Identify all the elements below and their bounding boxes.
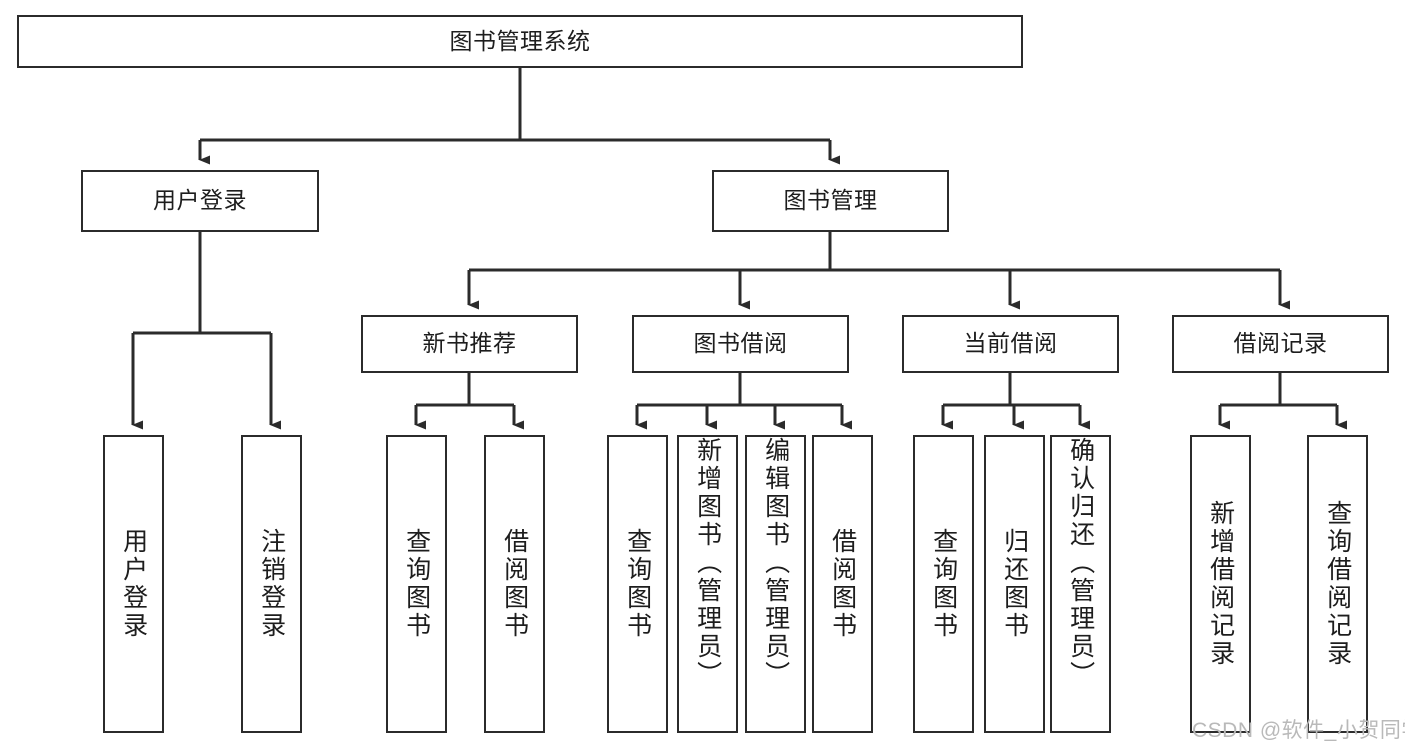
node-leaf-query-borrow-record[interactable]: 查询借阅记录 — [1307, 435, 1368, 733]
node-leaf-user-login[interactable]: 用户登录 — [103, 435, 164, 733]
csdn-watermark: CSDN @软件_小贺同学 — [1192, 719, 1405, 742]
edges-root-level1 — [198, 68, 840, 165]
node-root[interactable]: 图书管理系统 — [17, 15, 1023, 68]
node-leaf-query-book-borrow-label: 查询图书 — [623, 528, 652, 640]
node-borrow-record[interactable]: 借阅记录 — [1172, 315, 1389, 373]
node-borrow-record-label: 借阅记录 — [1233, 330, 1328, 357]
node-leaf-confirm-return-label: 确认归还（管理员） — [1066, 437, 1095, 689]
edges-userlogin-leaves — [131, 232, 281, 430]
node-leaf-borrow-book-borrow-label: 借阅图书 — [828, 528, 857, 640]
node-leaf-query-book-current[interactable]: 查询图书 — [913, 435, 974, 733]
node-leaf-confirm-return[interactable]: 确认归还（管理员） — [1050, 435, 1111, 733]
node-leaf-borrow-book-newrec-label: 借阅图书 — [500, 528, 529, 640]
node-leaf-add-book[interactable]: 新增图书（管理员） — [677, 435, 738, 733]
node-leaf-logout-label: 注销登录 — [257, 528, 286, 640]
node-leaf-add-borrow-record-label: 新增借阅记录 — [1206, 500, 1235, 668]
node-new-book-recommend[interactable]: 新书推荐 — [361, 315, 578, 373]
edges-newbookrec-leaves — [414, 373, 524, 430]
edges-borrowrecord-leaves — [1218, 373, 1347, 430]
node-root-label: 图书管理系统 — [449, 27, 591, 54]
node-user-login[interactable]: 用户登录 — [81, 170, 319, 232]
node-leaf-edit-book[interactable]: 编辑图书（管理员） — [745, 435, 806, 733]
node-leaf-return-book[interactable]: 归还图书 — [984, 435, 1045, 733]
node-leaf-borrow-book-borrow[interactable]: 借阅图书 — [812, 435, 873, 733]
node-leaf-query-book-newrec[interactable]: 查询图书 — [386, 435, 447, 733]
node-leaf-add-borrow-record[interactable]: 新增借阅记录 — [1190, 435, 1251, 733]
edges-bookmanage-level2 — [467, 232, 1290, 310]
node-leaf-edit-book-label: 编辑图书（管理员） — [761, 437, 790, 689]
node-leaf-return-book-label: 归还图书 — [1000, 528, 1029, 640]
node-new-book-recommend-label: 新书推荐 — [422, 330, 517, 357]
node-leaf-query-book-newrec-label: 查询图书 — [402, 528, 431, 640]
node-leaf-add-book-label: 新增图书（管理员） — [693, 437, 722, 689]
node-current-borrow-label: 当前借阅 — [963, 330, 1058, 357]
node-book-borrow-label: 图书借阅 — [693, 330, 788, 357]
node-leaf-borrow-book-newrec[interactable]: 借阅图书 — [484, 435, 545, 733]
node-leaf-query-borrow-record-label: 查询借阅记录 — [1323, 500, 1352, 668]
node-leaf-query-book-current-label: 查询图书 — [929, 528, 958, 640]
node-leaf-user-login-label: 用户登录 — [119, 528, 148, 640]
node-current-borrow[interactable]: 当前借阅 — [902, 315, 1119, 373]
node-user-login-label: 用户登录 — [153, 187, 247, 214]
edges-currentborrow-leaves — [941, 373, 1090, 430]
edges-bookborrow-leaves — [635, 373, 852, 430]
node-leaf-logout[interactable]: 注销登录 — [241, 435, 302, 733]
node-book-manage[interactable]: 图书管理 — [712, 170, 949, 232]
node-book-manage-label: 图书管理 — [783, 187, 878, 214]
node-leaf-query-book-borrow[interactable]: 查询图书 — [607, 435, 668, 733]
node-book-borrow[interactable]: 图书借阅 — [632, 315, 849, 373]
